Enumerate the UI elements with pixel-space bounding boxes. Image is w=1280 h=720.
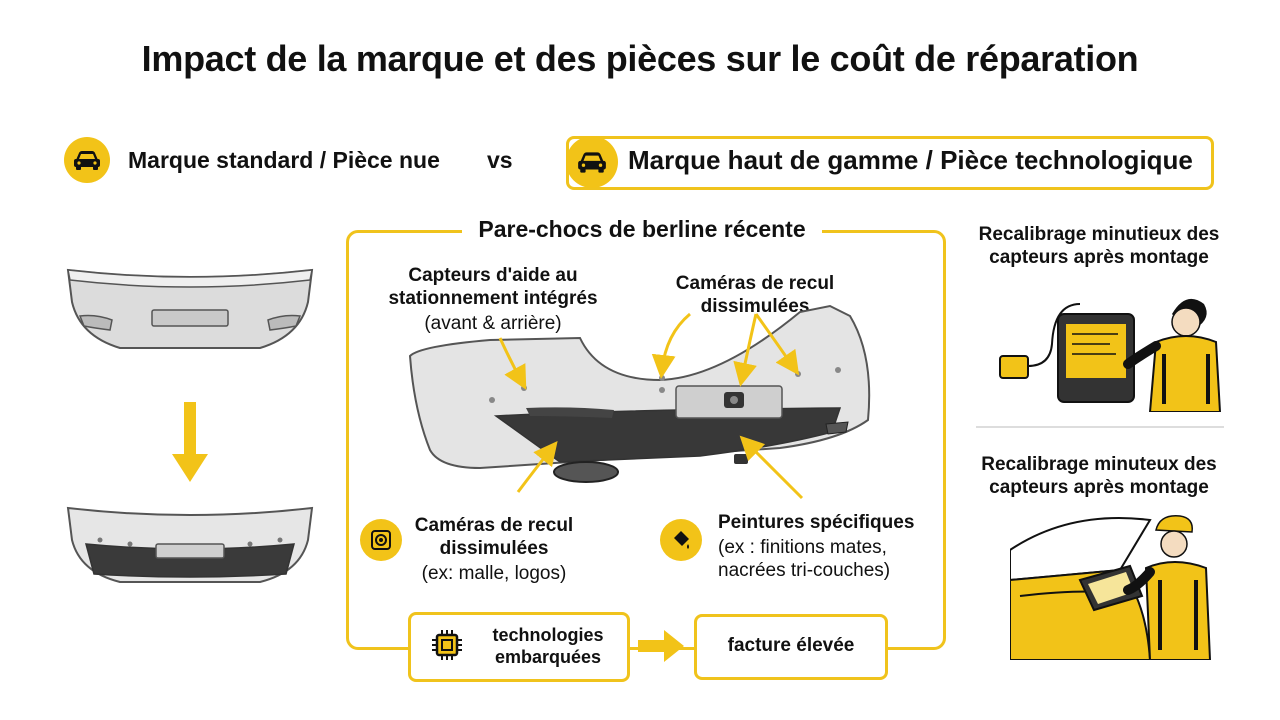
invoice-box [694,614,888,680]
chip-icon [428,626,466,669]
right-divider [976,426,1224,428]
technician-car-illustration [1010,515,1212,660]
bare-bumper-illustration [66,268,314,349]
sensors-title: Capteurs d'aide au stationnement intégré… [388,265,598,309]
arrow-right-icon [638,630,684,662]
standard-brand-label: Marque standard / Pièce nue [128,147,440,173]
arrow-down-icon [172,402,208,482]
paint-title: Peintures spécifiques [718,512,915,533]
pointer-arrows [498,312,804,500]
cameras-title: Caméras de recul dissimulées [675,273,835,317]
premium-brand-label: Marque haut de gamme / Pièce technologiq… [628,145,1193,175]
target-camera-icon [360,519,402,561]
sedan-bumper-illustration [408,304,871,483]
invoice-label: facture élevée [727,635,855,656]
page-title: Impact de la marque et des pièces sur le… [141,38,1139,79]
paint-bucket-icon [660,519,702,561]
car-icon [64,137,110,183]
tech-bumper-illustration [66,506,314,583]
vs-label: vs [487,147,513,173]
car-icon [566,136,618,188]
technology-label: technologies embarquées [492,625,604,667]
paint-note: (ex : finitions mates, nacrées tri-couch… [718,537,891,581]
panel-title: Pare-chocs de berline récente [462,216,822,243]
cameras2-title: Caméras de recul dissimulées [414,515,574,559]
calibration-caption-2: Recalibrage minuteux des capteurs après … [981,454,1217,498]
technician-diagnostic-illustration [999,298,1222,412]
sensors-note: (avant & arrière) [424,313,562,334]
cameras2-note: (ex: malle, logos) [421,563,567,584]
calibration-caption-1: Recalibrage minutieux des capteurs après… [978,224,1220,268]
